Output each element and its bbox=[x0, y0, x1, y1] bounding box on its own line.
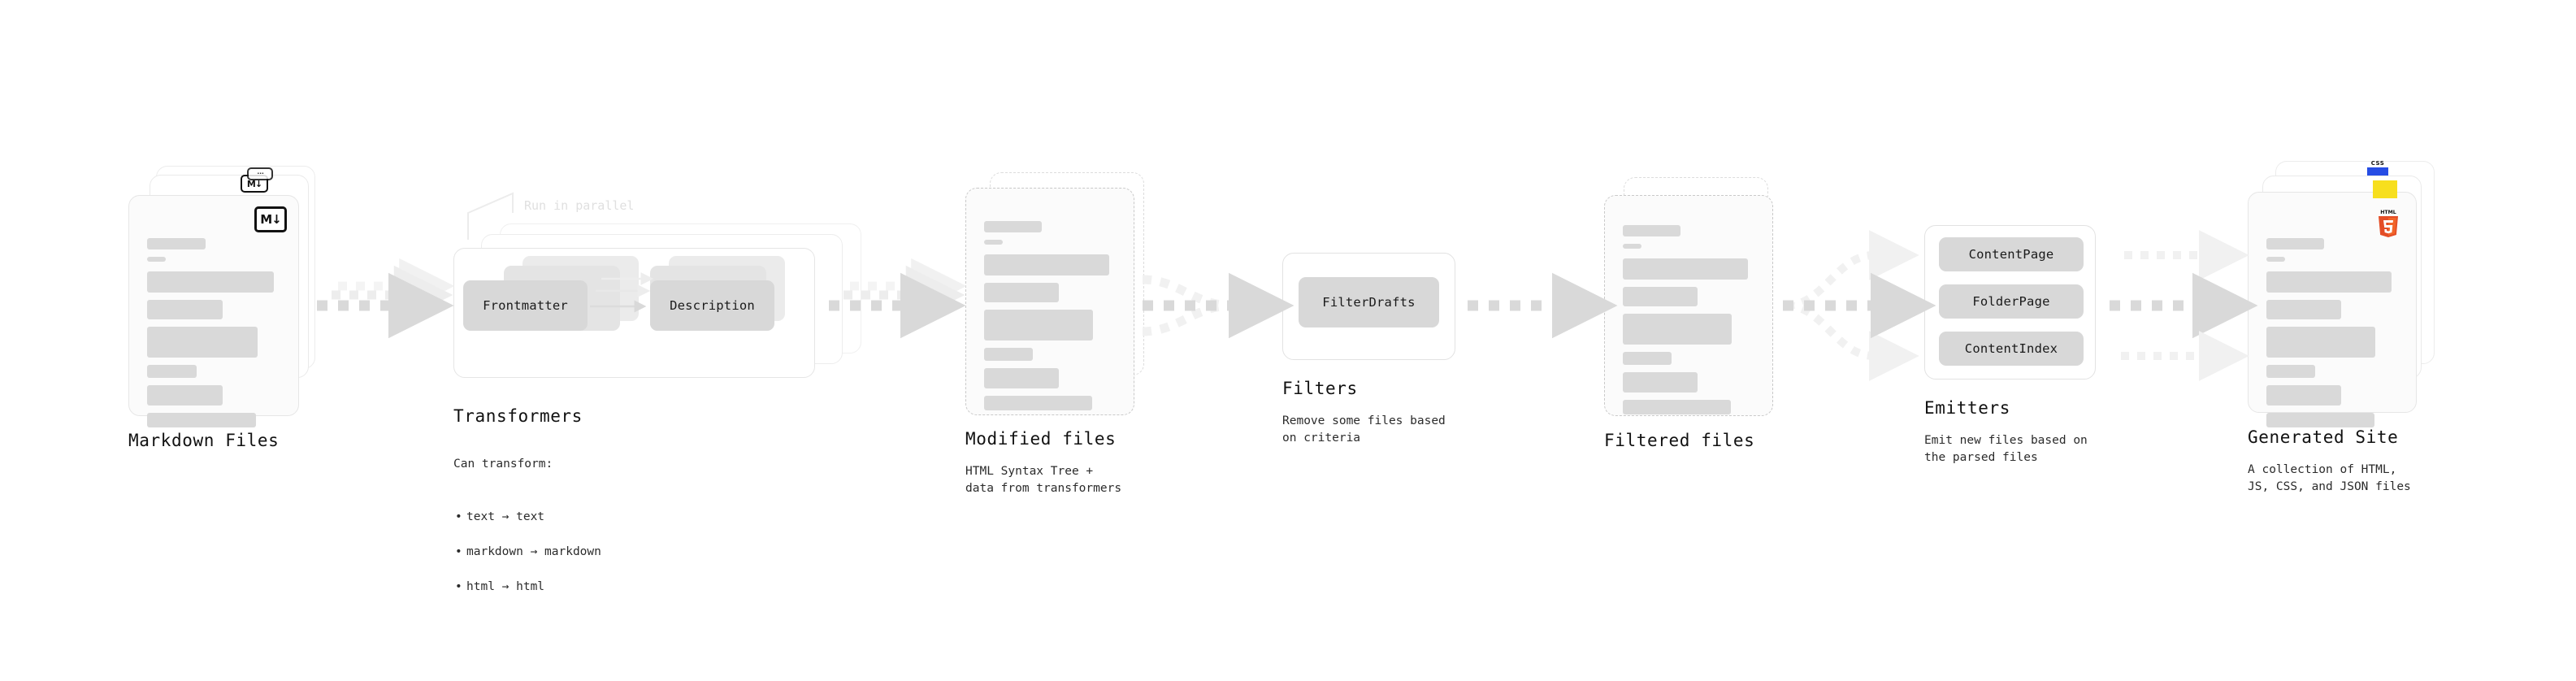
chip-contentpage[interactable]: ContentPage bbox=[1939, 237, 2084, 271]
stage-desc-emitters: Emit new files based on the parsed files bbox=[1924, 434, 2088, 465]
run-in-parallel-hint: Run in parallel bbox=[524, 198, 635, 213]
markdown-icon: M↓ bbox=[254, 206, 287, 232]
transformers-desc-lead: Can transform: bbox=[453, 458, 553, 471]
transformers-bullet-2: html → html bbox=[455, 579, 681, 596]
chip-description[interactable]: Description bbox=[650, 280, 774, 331]
chip-filterdrafts[interactable]: FilterDrafts bbox=[1299, 277, 1439, 327]
connector-md-to-transformers bbox=[317, 258, 455, 339]
chip-contentindex[interactable]: ContentIndex bbox=[1939, 332, 2084, 366]
chip-frontmatter[interactable]: Frontmatter bbox=[463, 280, 588, 331]
stage-title-markdown-files: Markdown Files bbox=[128, 431, 280, 450]
stage-desc-filters: Remove some files based on criteria bbox=[1282, 414, 1446, 445]
connector-modified-to-filters bbox=[1142, 272, 1295, 339]
stage-generated-site: CSS HTML Generated Site A collection of … bbox=[0, 0, 2435, 493]
doc-card-front: M↓ bbox=[128, 195, 299, 427]
css-icon-label: CSS bbox=[2370, 160, 2385, 167]
stage-title-generated-site: Generated Site bbox=[2248, 427, 2399, 447]
stage-desc-generated-site: A collection of HTML, JS, CSS, and JSON … bbox=[2248, 463, 2411, 494]
html5-icon: HTML bbox=[2376, 208, 2400, 237]
site-card-front bbox=[2248, 192, 2417, 427]
filtered-card-front bbox=[1604, 195, 1773, 416]
connector-emitters-to-site bbox=[2110, 230, 2258, 381]
stage-title-filtered-files: Filtered files bbox=[1604, 431, 1755, 450]
css-icon: CSS bbox=[2367, 160, 2388, 176]
filtered-content-bars bbox=[1623, 225, 1754, 422]
stage-desc-modified-files: HTML Syntax Tree + data from transformer… bbox=[965, 465, 1122, 496]
transformers-bullet-1: markdown → markdown bbox=[455, 544, 681, 562]
chip-folderpage[interactable]: FolderPage bbox=[1939, 284, 2084, 319]
transformers-bullet-0: text → text bbox=[455, 509, 681, 527]
doc-content-bars bbox=[147, 238, 280, 435]
stage-title-emitters: Emitters bbox=[1924, 398, 2010, 418]
stage-desc-transformers: Can transform: text → text markdown → ma… bbox=[453, 439, 681, 631]
svg-text:HTML: HTML bbox=[2380, 210, 2396, 215]
js-icon bbox=[2373, 180, 2397, 198]
modified-content-bars bbox=[984, 221, 1116, 418]
stage-title-transformers: Transformers bbox=[453, 406, 583, 426]
modified-card-front bbox=[965, 188, 1134, 415]
stage-title-filters: Filters bbox=[1282, 379, 1358, 398]
stage-title-modified-files: Modified files bbox=[965, 429, 1117, 449]
connector-filtered-to-emitters bbox=[1783, 230, 1936, 381]
markdown-icon-mid: ⋯ bbox=[247, 167, 273, 180]
site-content-bars bbox=[2266, 238, 2398, 435]
